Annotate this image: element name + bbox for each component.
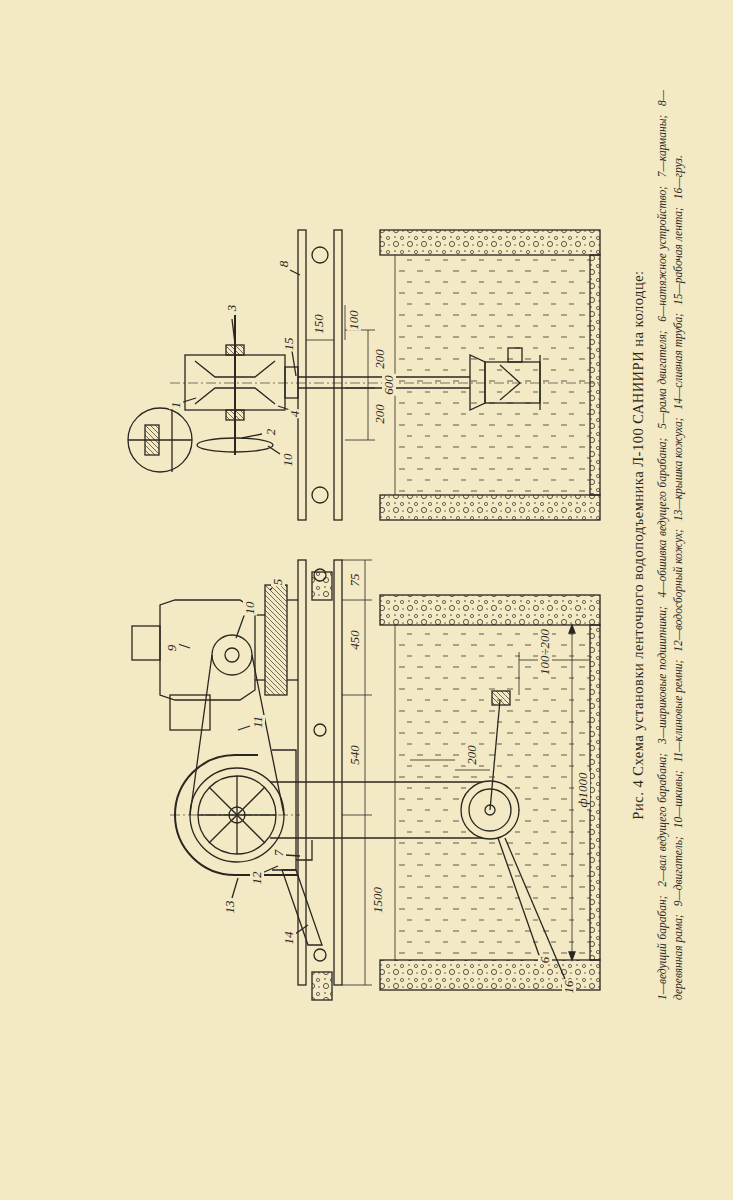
key-entry: 11—клиновые ремни; xyxy=(672,660,684,763)
key-entry: 6—натяжное устройство; xyxy=(656,186,668,322)
callout-number: 200 xyxy=(465,744,479,766)
callout-number: 10 xyxy=(243,601,257,616)
callout-number: 8 xyxy=(277,260,291,269)
callout-number: 450 xyxy=(348,629,362,651)
callout-number: 540 xyxy=(348,744,362,766)
callout-number: 1500 xyxy=(371,886,385,914)
callout-number: 13 xyxy=(223,900,237,915)
callout-number: 6 xyxy=(538,956,552,965)
callout-number: 600 xyxy=(382,374,396,396)
key-entry: 14—сливная труба; xyxy=(672,313,684,410)
callout-number: 5 xyxy=(271,578,285,587)
dimension: 75 xyxy=(348,573,362,588)
callout-number: 16 xyxy=(562,980,576,995)
callout-number: 100 xyxy=(347,309,361,331)
dimension: ф1000 xyxy=(576,771,590,808)
key-entry: 16—груз. xyxy=(672,155,684,199)
callout-number: 3 xyxy=(225,304,239,313)
figure-caption: Рис. 4 Схема установки ленточного водопо… xyxy=(630,90,647,1000)
callout-number: 1 xyxy=(169,401,183,410)
callout-number: 150 xyxy=(312,313,326,335)
callout-number: 200 xyxy=(373,403,387,425)
callout-number: 12 xyxy=(250,871,264,886)
callout-number: 10 xyxy=(281,453,295,468)
key-entry: 13—крышка кожуха; xyxy=(672,417,684,521)
dimension: 100÷200 xyxy=(538,628,552,676)
callout-number: 7 xyxy=(272,849,286,858)
key-entry: 1—ведущий барабан; xyxy=(656,895,668,1000)
callout-number: 200 xyxy=(373,348,387,370)
callout-number: 15 xyxy=(282,337,296,352)
key-entry: 5—рама двигателя; xyxy=(656,330,668,428)
callout-number: 4 xyxy=(288,410,302,419)
key-entry: 4—обшивка ведущего барабана; xyxy=(656,438,668,598)
parts-key: 1—ведущий барабан; 2—вал ведущего бараба… xyxy=(654,90,686,1000)
key-entry: 2—вал ведущего барабана; xyxy=(656,753,668,887)
key-entry: 9—двигатель; xyxy=(672,836,684,906)
callout-number: 9 xyxy=(165,644,179,653)
callout-number: 14 xyxy=(282,931,296,946)
callout-number: 2 xyxy=(264,428,278,437)
key-entry: 15—рабочая лента; xyxy=(672,207,684,305)
key-entry: 7—карманы; xyxy=(656,115,668,177)
key-entry: 12—водосборный кожух; xyxy=(672,529,684,652)
key-entry: 3—шариковые подшипники; xyxy=(656,606,668,744)
key-entry: 10—шкивы; xyxy=(672,770,684,828)
callout-number: 11 xyxy=(251,715,265,729)
